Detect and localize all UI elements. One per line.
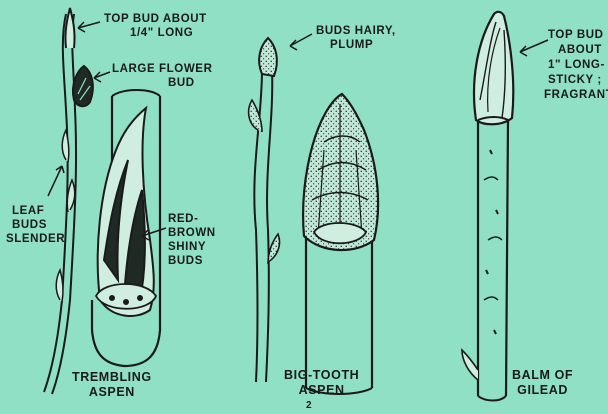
text-line: FRAGRANT (544, 88, 608, 103)
text-line: RED- (168, 212, 216, 226)
species-name-big-tooth-aspen: BIG-TOOTH ASPEN (284, 368, 359, 398)
text-line: SLENDER (6, 232, 65, 246)
text-line: ABOUT (548, 43, 608, 58)
species-name-balm-of-gilead: BALM OF GILEAD (512, 368, 573, 398)
species-name-trembling-aspen: TREMBLING ASPEN (72, 370, 152, 400)
big-tooth-aspen-twig-drawing (249, 34, 378, 394)
text-line: STICKY ; (548, 73, 608, 88)
text-line: SHINY (168, 240, 216, 254)
text-line: 1" LONG- (548, 58, 608, 73)
text-line: BUDS (6, 218, 65, 232)
label-buds-hairy-plump: BUDS HAIRY, PLUMP (316, 24, 396, 52)
label-large-flower-bud: LARGE FLOWER BUD (112, 62, 212, 90)
text-line: ASPEN (284, 383, 359, 398)
text-line: BUDS (168, 254, 216, 268)
label-leaf-buds-slender: LEAF BUDS SLENDER (6, 204, 65, 246)
text-line: 2 (306, 400, 312, 412)
text-line: LARGE FLOWER (112, 62, 212, 76)
text-line: BIG-TOOTH (284, 368, 359, 383)
text-line: GILEAD (512, 383, 573, 398)
text-line: TOP BUD (548, 28, 608, 43)
label-gilead-top-bud: TOP BUD ABOUT 1" LONG- STICKY ; FRAGRANT (548, 28, 608, 103)
text-line: BUD (112, 76, 212, 90)
text-line: BROWN (168, 226, 216, 240)
text-line: LEAF (6, 204, 65, 218)
balm-of-gilead-twig-drawing (462, 12, 548, 401)
text-line: 1/4" LONG (104, 26, 207, 40)
page-mark: 2 (306, 400, 312, 412)
text-line: BUDS HAIRY, (316, 24, 396, 38)
label-trembling-top-bud: TOP BUD ABOUT 1/4" LONG (104, 12, 207, 40)
text-line: BALM OF (512, 368, 573, 383)
text-line: ASPEN (72, 385, 152, 400)
label-red-brown-buds: RED- BROWN SHINY BUDS (168, 212, 216, 268)
text-line: PLUMP (316, 38, 396, 52)
text-line: TREMBLING (72, 370, 152, 385)
text-line: TOP BUD ABOUT (104, 12, 207, 26)
